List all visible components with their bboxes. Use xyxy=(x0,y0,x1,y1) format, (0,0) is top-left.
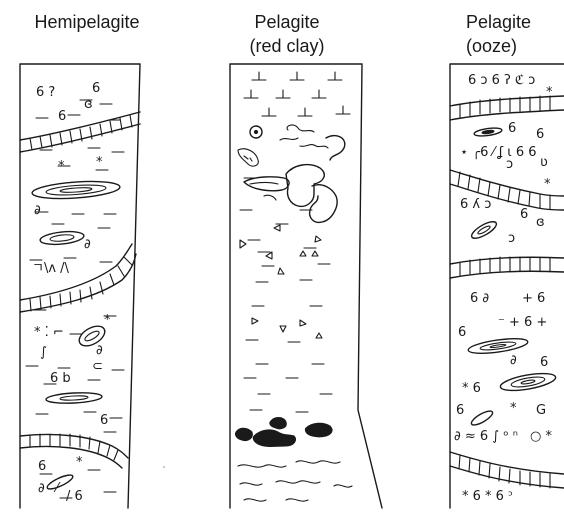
asterisk-glyph: * ⁚ ⌐ xyxy=(34,325,64,340)
worm-trace-icon xyxy=(238,125,345,166)
burrow-trace-icon xyxy=(450,257,564,278)
asterisk-glyph: * xyxy=(104,313,111,328)
foram-spiral-glyph: 6 xyxy=(540,355,548,370)
foram-spiral-glyph: 6 xyxy=(38,459,46,474)
foram-spiral-glyph: ⋆ ╭6 ⁄ ʆ ɩ 6 6 xyxy=(460,145,537,160)
asterisk-glyph: * 6 * 6 ᵓ xyxy=(462,489,513,504)
foram-spiral-glyph: G xyxy=(536,403,546,418)
foram-spiral-glyph: ∂ ≈ 6 ∫ ᵒ ⁿ xyxy=(454,429,518,444)
burrow-trace-icon xyxy=(20,244,136,312)
asterisk-glyph: * xyxy=(96,155,103,170)
foram-spiral-glyph: ɞ xyxy=(536,215,545,230)
foram-spiral-glyph: ɔ xyxy=(506,157,513,172)
foram-spiral-glyph: ∂ xyxy=(96,343,103,358)
triangle-grains xyxy=(240,225,322,338)
foram-spiral-glyph: 6 xyxy=(100,413,108,428)
asterisk-glyph: ○ * xyxy=(530,429,552,444)
asterisk-glyph: * 6 xyxy=(462,381,481,396)
foram-spiral-glyph: + 6 xyxy=(522,291,545,306)
foram-spiral-glyph: 6 xyxy=(456,403,464,418)
foram-spiral-glyph: ∂ xyxy=(34,203,41,218)
foram-spiral-glyph: 6 ? xyxy=(36,85,55,100)
burrow-trace-icon xyxy=(20,434,128,468)
shell-lens-icon xyxy=(467,336,528,356)
shell-lens-icon xyxy=(469,219,498,242)
foram-spiral-glyph: 6 xyxy=(508,121,516,136)
shell-lens-icon xyxy=(470,409,495,428)
asterisk-glyph: * xyxy=(76,455,83,470)
foram-spiral-glyph: 6 xyxy=(520,207,528,222)
asterisk-glyph: * xyxy=(58,159,65,174)
foram-spiral-glyph: ⁻ + 6 + xyxy=(498,315,547,330)
foram-spiral-glyph: 6 ∂ xyxy=(470,291,489,306)
root-trace-glyph: ㄱ\ʌ /\ xyxy=(32,261,70,276)
foram-spiral-glyph: ⊂ xyxy=(92,359,103,374)
foram-spiral-glyph: ɔ xyxy=(508,231,515,246)
foram-spiral-glyph: ʋ xyxy=(540,155,548,170)
foram-spiral-glyph: 6 xyxy=(458,325,466,340)
shell-lens-icon xyxy=(32,179,121,201)
hemipelagite-column: 6 ? 6 ɞ 6 * * ∂ ∂ ㄱ\ʌ /\ * * ⁚ ⌐ ∂ ∫ 6 b… xyxy=(20,64,140,508)
foram-spiral-glyph: ∂ xyxy=(510,353,517,368)
foram-spiral-glyph: 6 xyxy=(92,81,100,96)
foram-spiral-glyph: ∂ xyxy=(84,237,91,252)
foram-spiral-glyph: 6 xyxy=(58,109,66,124)
shell-lens-icon xyxy=(46,392,102,405)
foram-spiral-glyph: 6 ɔ 6 ʔ ℭ ɔ xyxy=(468,73,535,88)
foram-spiral-glyph: ∫ xyxy=(40,345,47,360)
burrow-trace-icon xyxy=(244,165,337,223)
foram-spiral-glyph: / 6 xyxy=(66,489,83,504)
shell-lens-icon xyxy=(474,127,503,138)
wavy-laminae xyxy=(238,461,352,501)
scan-speck xyxy=(163,466,165,468)
ooze-column: 6 ɔ 6 ʔ ℭ ɔ * 6 6 ⋆ ╭6 ⁄ ʆ ɩ 6 6 ɔ ʋ * 6… xyxy=(450,64,564,508)
red-clay-mud-dashes xyxy=(240,178,332,412)
foram-spiral-glyph: 6 xyxy=(536,127,544,142)
burrow-trace-icon xyxy=(450,452,564,488)
foram-spiral-glyph: 6 b xyxy=(50,371,71,386)
shell-lens-icon xyxy=(39,230,84,247)
foram-spiral-glyph: ɞ xyxy=(84,97,93,112)
manganese-nodule-icon xyxy=(235,418,332,447)
asterisk-glyph: * xyxy=(544,177,551,192)
asterisk-glyph: * xyxy=(510,401,517,416)
clay-tee-symbols xyxy=(244,72,350,116)
shell-lens-icon xyxy=(499,370,557,394)
red-clay-column xyxy=(230,64,382,508)
foram-spiral-glyph: 6 ʎ ɔ xyxy=(460,197,491,212)
